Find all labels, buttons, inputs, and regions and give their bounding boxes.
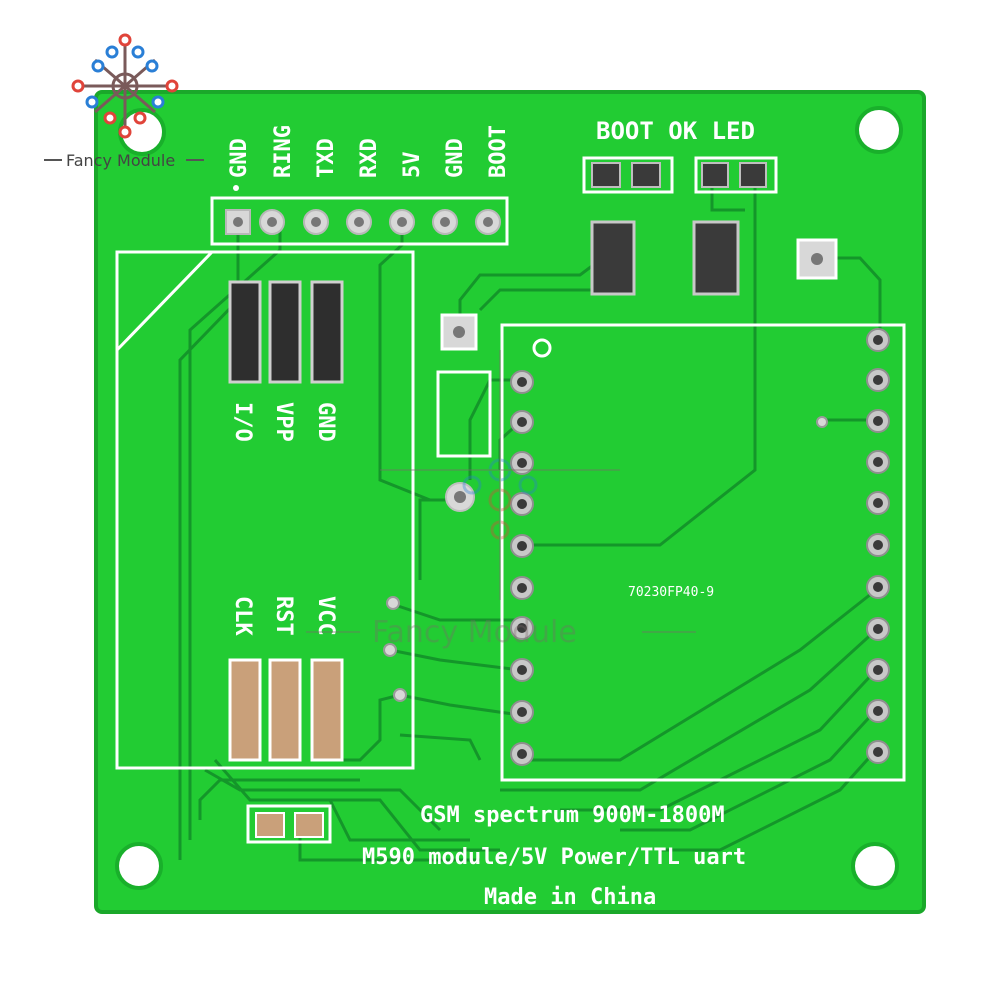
center-watermark-text: Fancy Module [372, 615, 577, 650]
header-label-ring: RING [271, 125, 296, 178]
led-pads [591, 162, 767, 188]
capacitor-pads [255, 812, 324, 838]
center-watermark: Fancy Module [306, 350, 696, 650]
header-pins [225, 185, 501, 235]
sim-label-clk: CLK [230, 596, 255, 636]
led-label: BOOT OK LED [596, 117, 755, 145]
footer-line-spectrum: GSM spectrum 900M-1800M [420, 803, 725, 828]
header-label-rxd: RXD [357, 138, 382, 178]
mounting-hole [851, 842, 899, 890]
sim-pads [228, 280, 344, 762]
sim-label-rst: RST [271, 596, 296, 636]
sim-label-io: I/O [230, 402, 255, 442]
header-outline [210, 196, 509, 246]
vias [383, 416, 828, 702]
cap-outline [246, 804, 332, 844]
regulator-outline [436, 370, 492, 458]
silkscreen-outlines [115, 156, 906, 844]
sim-label-gnd: GND [313, 402, 338, 442]
header-pin-square [225, 209, 251, 235]
sim-label-vcc: VCC [313, 596, 338, 636]
sim-slot-outline [115, 250, 415, 770]
header-label-txd: TXD [314, 138, 339, 178]
circuit-logo-icon [71, 33, 179, 139]
footer-line-module: M590 module/5V Power/TTL uart [362, 845, 746, 870]
footer-line-made-in: Made in China [484, 885, 656, 910]
mounting-holes [115, 106, 903, 890]
pin1-dot [233, 185, 239, 191]
header-label-5v: 5V [400, 152, 425, 179]
module-marking: 70230FP40-9 [628, 585, 714, 600]
sim-label-vpp: VPP [271, 402, 296, 442]
mounting-hole [855, 106, 903, 154]
pin1-marker [532, 338, 552, 358]
led-outline [582, 156, 674, 194]
module-outline [500, 323, 906, 782]
header-label-gnd-2: GND [443, 138, 468, 178]
sim-labels: I/O VPP GND CLK RST VCC [230, 402, 338, 636]
header-label-gnd: GND [227, 138, 252, 178]
led-outline [694, 156, 778, 194]
logo-brand-text: Fancy Module [66, 151, 175, 170]
header-labels: GND RING TXD RXD 5V GND BOOT [227, 125, 511, 178]
mounting-hole [115, 842, 163, 890]
header-label-boot: BOOT [486, 125, 511, 178]
power-pads [440, 220, 838, 512]
pcb-board [94, 90, 926, 914]
